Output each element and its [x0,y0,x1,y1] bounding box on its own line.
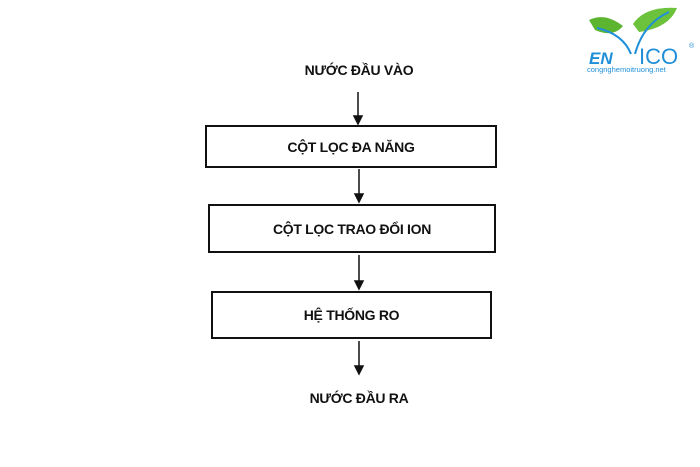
output-label: NƯỚC ĐẦU RA [309,390,409,406]
arrowhead-icon [353,280,365,291]
svg-text:®: ® [689,42,695,50]
svg-text:EN: EN [589,49,613,68]
step-label: CỘT LỌC TRAO ĐỔI ION [272,220,432,237]
svg-text:congnghemoitruong.net: congnghemoitruong.net [587,65,667,74]
step-label: CỘT LỌC ĐA NĂNG [287,138,415,155]
envico-logo: EN ICO ® congnghemoitruong.net [583,4,697,76]
input-label: NƯỚC ĐẦU VÀO [304,62,414,78]
arrowhead-icon [352,115,364,126]
leaf-icon: EN ICO ® congnghemoitruong.net [587,7,695,74]
step-ion-exchange: CỘT LỌC TRAO ĐỔI ION [208,204,496,253]
step-ro-system: HỆ THỐNG RO [211,291,492,339]
arrowhead-icon [353,365,365,376]
arrowhead-icon [353,193,365,204]
step-label: HỆ THỐNG RO [303,307,400,323]
svg-text:ICO: ICO [639,44,678,69]
step-multimedia-filter: CỘT LỌC ĐA NĂNG [205,125,497,168]
